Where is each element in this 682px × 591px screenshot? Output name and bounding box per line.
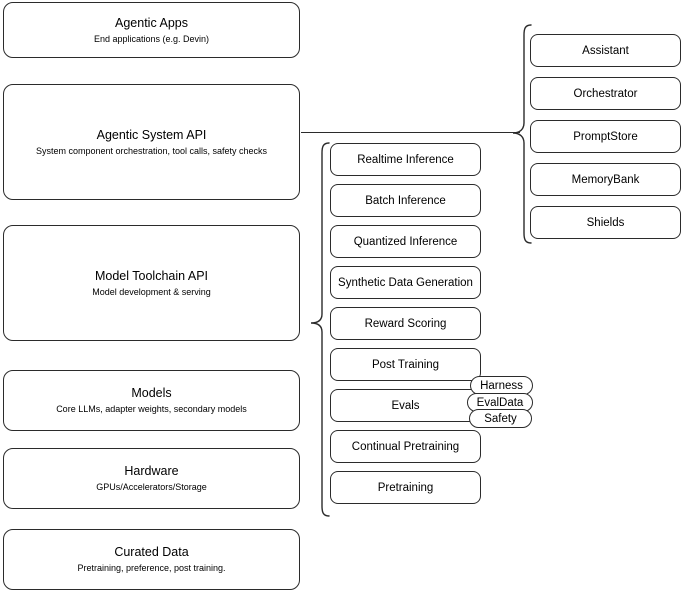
eval-pill-evaldata[interactable]: EvalData — [467, 393, 533, 412]
toolchain-box-batch-inference[interactable]: Batch Inference — [330, 184, 481, 217]
layer-box-models[interactable]: Models Core LLMs, adapter weights, secon… — [3, 370, 300, 431]
layer-box-agentic-apps[interactable]: Agentic Apps End applications (e.g. Devi… — [3, 2, 300, 58]
connector-system-api-to-components — [301, 132, 520, 133]
layer-box-model-toolchain-api[interactable]: Model Toolchain API Model development & … — [3, 225, 300, 341]
toolchain-box-label: Quantized Inference — [353, 235, 458, 248]
toolchain-box-label: Post Training — [371, 358, 440, 371]
toolchain-box-label: Batch Inference — [365, 194, 446, 207]
layer-title: Agentic System API — [96, 127, 207, 142]
layer-box-curated-data[interactable]: Curated Data Pretraining, preference, po… — [3, 529, 300, 590]
system-box-label: Shields — [586, 216, 625, 229]
eval-pill-label: Safety — [484, 412, 517, 425]
toolchain-box-label: Evals — [391, 399, 420, 412]
toolchain-box-label: Reward Scoring — [364, 317, 447, 330]
layer-subtitle: Model development & serving — [92, 286, 211, 297]
layer-title: Models — [131, 386, 172, 400]
system-box-orchestrator[interactable]: Orchestrator — [530, 77, 681, 110]
toolchain-box-pretraining[interactable]: Pretraining — [330, 471, 481, 504]
eval-pill-label: EvalData — [476, 396, 524, 409]
layer-box-agentic-system-api[interactable]: Agentic System API System component orch… — [3, 84, 300, 200]
toolchain-box-post-training[interactable]: Post Training — [330, 348, 481, 381]
toolchain-box-label: Continual Pretraining — [351, 440, 460, 453]
layer-subtitle: System component orchestration, tool cal… — [35, 145, 268, 156]
system-box-memorybank[interactable]: MemoryBank — [530, 163, 681, 196]
layer-title: Curated Data — [114, 545, 189, 559]
system-box-promptstore[interactable]: PromptStore — [530, 120, 681, 153]
toolchain-box-reward-scoring[interactable]: Reward Scoring — [330, 307, 481, 340]
layer-title: Hardware — [124, 464, 179, 478]
toolchain-box-quantized-inference[interactable]: Quantized Inference — [330, 225, 481, 258]
toolchain-box-label: Synthetic Data Generation — [338, 276, 473, 289]
toolchain-box-label: Realtime Inference — [357, 153, 454, 166]
layer-title: Model Toolchain API — [94, 268, 209, 283]
layer-subtitle: GPUs/Accelerators/Storage — [96, 482, 207, 492]
system-box-label: Assistant — [582, 44, 629, 57]
toolchain-box-continual-pretraining[interactable]: Continual Pretraining — [330, 430, 481, 463]
system-box-assistant[interactable]: Assistant — [530, 34, 681, 67]
system-box-label: Orchestrator — [573, 87, 638, 100]
eval-pill-safety[interactable]: Safety — [469, 409, 532, 428]
system-box-shields[interactable]: Shields — [530, 206, 681, 239]
toolchain-box-synthetic-data-generation[interactable]: Synthetic Data Generation — [330, 266, 481, 299]
system-box-label: MemoryBank — [571, 173, 640, 186]
brace-system-components — [512, 24, 532, 244]
layer-box-hardware[interactable]: Hardware GPUs/Accelerators/Storage — [3, 448, 300, 509]
system-box-label: PromptStore — [573, 130, 638, 143]
layer-subtitle: Core LLMs, adapter weights, secondary mo… — [56, 404, 247, 414]
layer-subtitle: End applications (e.g. Devin) — [93, 33, 210, 44]
toolchain-box-realtime-inference[interactable]: Realtime Inference — [330, 143, 481, 176]
layer-subtitle: Pretraining, preference, post training. — [77, 563, 226, 573]
brace-toolchain-components — [310, 142, 330, 517]
layer-title: Agentic Apps — [115, 15, 188, 30]
eval-pill-label: Harness — [480, 379, 523, 392]
toolchain-box-label: Pretraining — [377, 481, 434, 494]
toolchain-box-evals[interactable]: Evals — [330, 389, 481, 422]
